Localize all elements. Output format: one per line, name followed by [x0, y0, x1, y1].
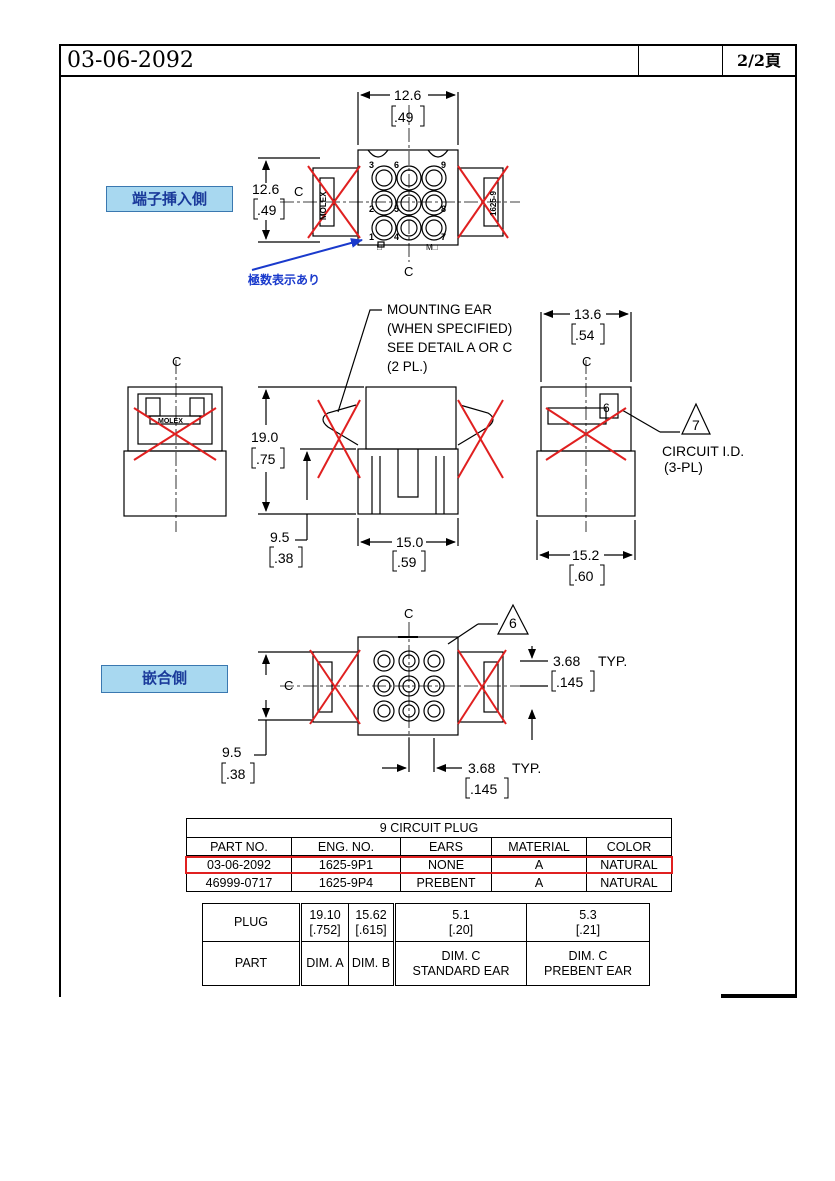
- svg-text:CIRCUIT I.D.: CIRCUIT I.D.: [662, 443, 744, 459]
- bottom-rule: [721, 994, 797, 998]
- svg-text:12.6: 12.6: [394, 87, 421, 103]
- svg-text:.49: .49: [394, 109, 414, 125]
- svg-text:13.6: 13.6: [574, 306, 601, 322]
- svg-text:9.5: 9.5: [222, 744, 242, 760]
- mating-view: [254, 603, 548, 772]
- right-side-view: [536, 310, 711, 560]
- svg-text:3.68: 3.68: [468, 760, 495, 776]
- svg-text:.59: .59: [397, 554, 417, 570]
- circuit-plug-table: 9 CIRCUIT PLUG PART NO. ENG. NO. EARS MA…: [186, 818, 672, 892]
- title-block-blank: [639, 46, 723, 75]
- top-view-dim-text: 12.6 .49 12.6 .49 C C: [252, 87, 421, 279]
- table-title: 9 CIRCUIT PLUG: [186, 818, 672, 838]
- svg-text:3: 3: [369, 160, 374, 170]
- svg-text:6: 6: [603, 401, 610, 415]
- mounting-ear-note: MOUNTING EAR (WHEN SPECIFIED) SEE DETAIL…: [387, 302, 513, 374]
- top-view-crosses: [307, 165, 509, 239]
- mating-view-dim-text: 6 C C 9.5 .38 3.68 TYP. .145 3.68 TYP. .…: [222, 606, 627, 797]
- svg-text:.145: .145: [470, 781, 497, 797]
- molex-stamp-side: MOLEX: [158, 418, 183, 425]
- svg-text:.49: .49: [257, 202, 277, 218]
- front-view-dim-text: 19.0 .75 9.5 .38 15.0 .59: [251, 429, 423, 570]
- svg-text:1: 1: [369, 232, 374, 242]
- left-ear-outline: [322, 404, 359, 446]
- svg-text:4: 4: [394, 232, 399, 242]
- top-view: [258, 91, 520, 262]
- svg-text:(2 PL.): (2 PL.): [387, 359, 428, 374]
- centerline-symbol: C: [582, 354, 591, 369]
- svg-text:9: 9: [441, 160, 446, 170]
- svg-text:9.5: 9.5: [270, 529, 290, 545]
- label-mating-side: 嵌合側: [101, 665, 228, 693]
- highlight-row-box: [185, 856, 673, 874]
- centerline-symbol: C: [404, 606, 413, 621]
- label-terminal-side: 端子挿入側: [106, 186, 233, 212]
- svg-text:(3-PL): (3-PL): [664, 459, 703, 475]
- svg-text:.145: .145: [556, 674, 583, 690]
- front-view-crosses: [317, 399, 504, 479]
- table-row: 46999-0717 1625-9P4 PREBENT A NATURAL: [186, 873, 672, 892]
- svg-text:.38: .38: [274, 550, 294, 566]
- svg-text:.60: .60: [574, 568, 594, 584]
- svg-text:TYP.: TYP.: [512, 760, 541, 776]
- svg-text:8: 8: [441, 204, 446, 214]
- title-block: 03-06-2092 2/2頁: [59, 44, 797, 77]
- molex-stamp: MOLEX: [319, 191, 328, 220]
- dimension-row-plug: PLUG 19.10[.752] 15.62[.615] 5.1[.20] 5.…: [202, 903, 650, 942]
- inch-brackets: [221, 105, 605, 799]
- svg-text:(WHEN SPECIFIED): (WHEN SPECIFIED): [387, 321, 512, 336]
- svg-text:5: 5: [394, 204, 399, 214]
- top-view-pin-numbers: 3 6 9 2 5 8 1 4 7 MOLEX 1625-9: [319, 160, 498, 242]
- document-number: 03-06-2092: [61, 46, 639, 75]
- svg-text:3.68: 3.68: [553, 653, 580, 669]
- right-side-cross: [545, 407, 627, 461]
- centerline-symbol: C: [172, 354, 181, 369]
- svg-text:MOUNTING EAR: MOUNTING EAR: [387, 302, 492, 317]
- svg-text:.75: .75: [256, 451, 276, 467]
- dimension-table: PLUG 19.10[.752] 15.62[.615] 5.1[.20] 5.…: [202, 903, 650, 986]
- svg-text:SEE DETAIL A OR C: SEE DETAIL A OR C: [387, 340, 513, 355]
- table-header-row: PART NO. ENG. NO. EARS MATERIAL COLOR: [186, 837, 672, 856]
- svg-text:15.0: 15.0: [396, 534, 423, 550]
- part-stamp: 1625-9: [489, 191, 498, 216]
- mating-view-crosses: [309, 649, 507, 725]
- mark-m: M□: [426, 243, 438, 252]
- svg-text:19.0: 19.0: [251, 429, 278, 445]
- left-side-view: [123, 360, 227, 532]
- mark-square: □: [377, 243, 382, 252]
- page-number: 2/2頁: [736, 51, 782, 70]
- polarity-arrow: [251, 238, 363, 271]
- svg-text:12.6: 12.6: [252, 181, 279, 197]
- polarity-note: 極数表示あり: [248, 273, 321, 287]
- svg-text:6: 6: [394, 160, 399, 170]
- left-side-cross: [133, 407, 217, 461]
- centerline-symbol: C: [294, 184, 303, 199]
- svg-text:.38: .38: [226, 766, 246, 782]
- front-view: [258, 309, 494, 546]
- svg-text:.54: .54: [575, 327, 595, 343]
- top-view-notches: [367, 149, 449, 158]
- centerline-symbol: C: [404, 264, 413, 279]
- right-side-dim-text: 13.6 .54 15.2 .60 C 7 CIRCUIT I.D. (3-PL…: [572, 306, 744, 584]
- flag-7: 7: [692, 417, 700, 433]
- svg-text:2: 2: [369, 204, 374, 214]
- svg-text:7: 7: [441, 232, 446, 242]
- svg-text:TYP.: TYP.: [598, 653, 627, 669]
- centerline-symbol: C: [284, 678, 293, 693]
- svg-text:15.2: 15.2: [572, 547, 599, 563]
- flag-6: 6: [509, 615, 517, 631]
